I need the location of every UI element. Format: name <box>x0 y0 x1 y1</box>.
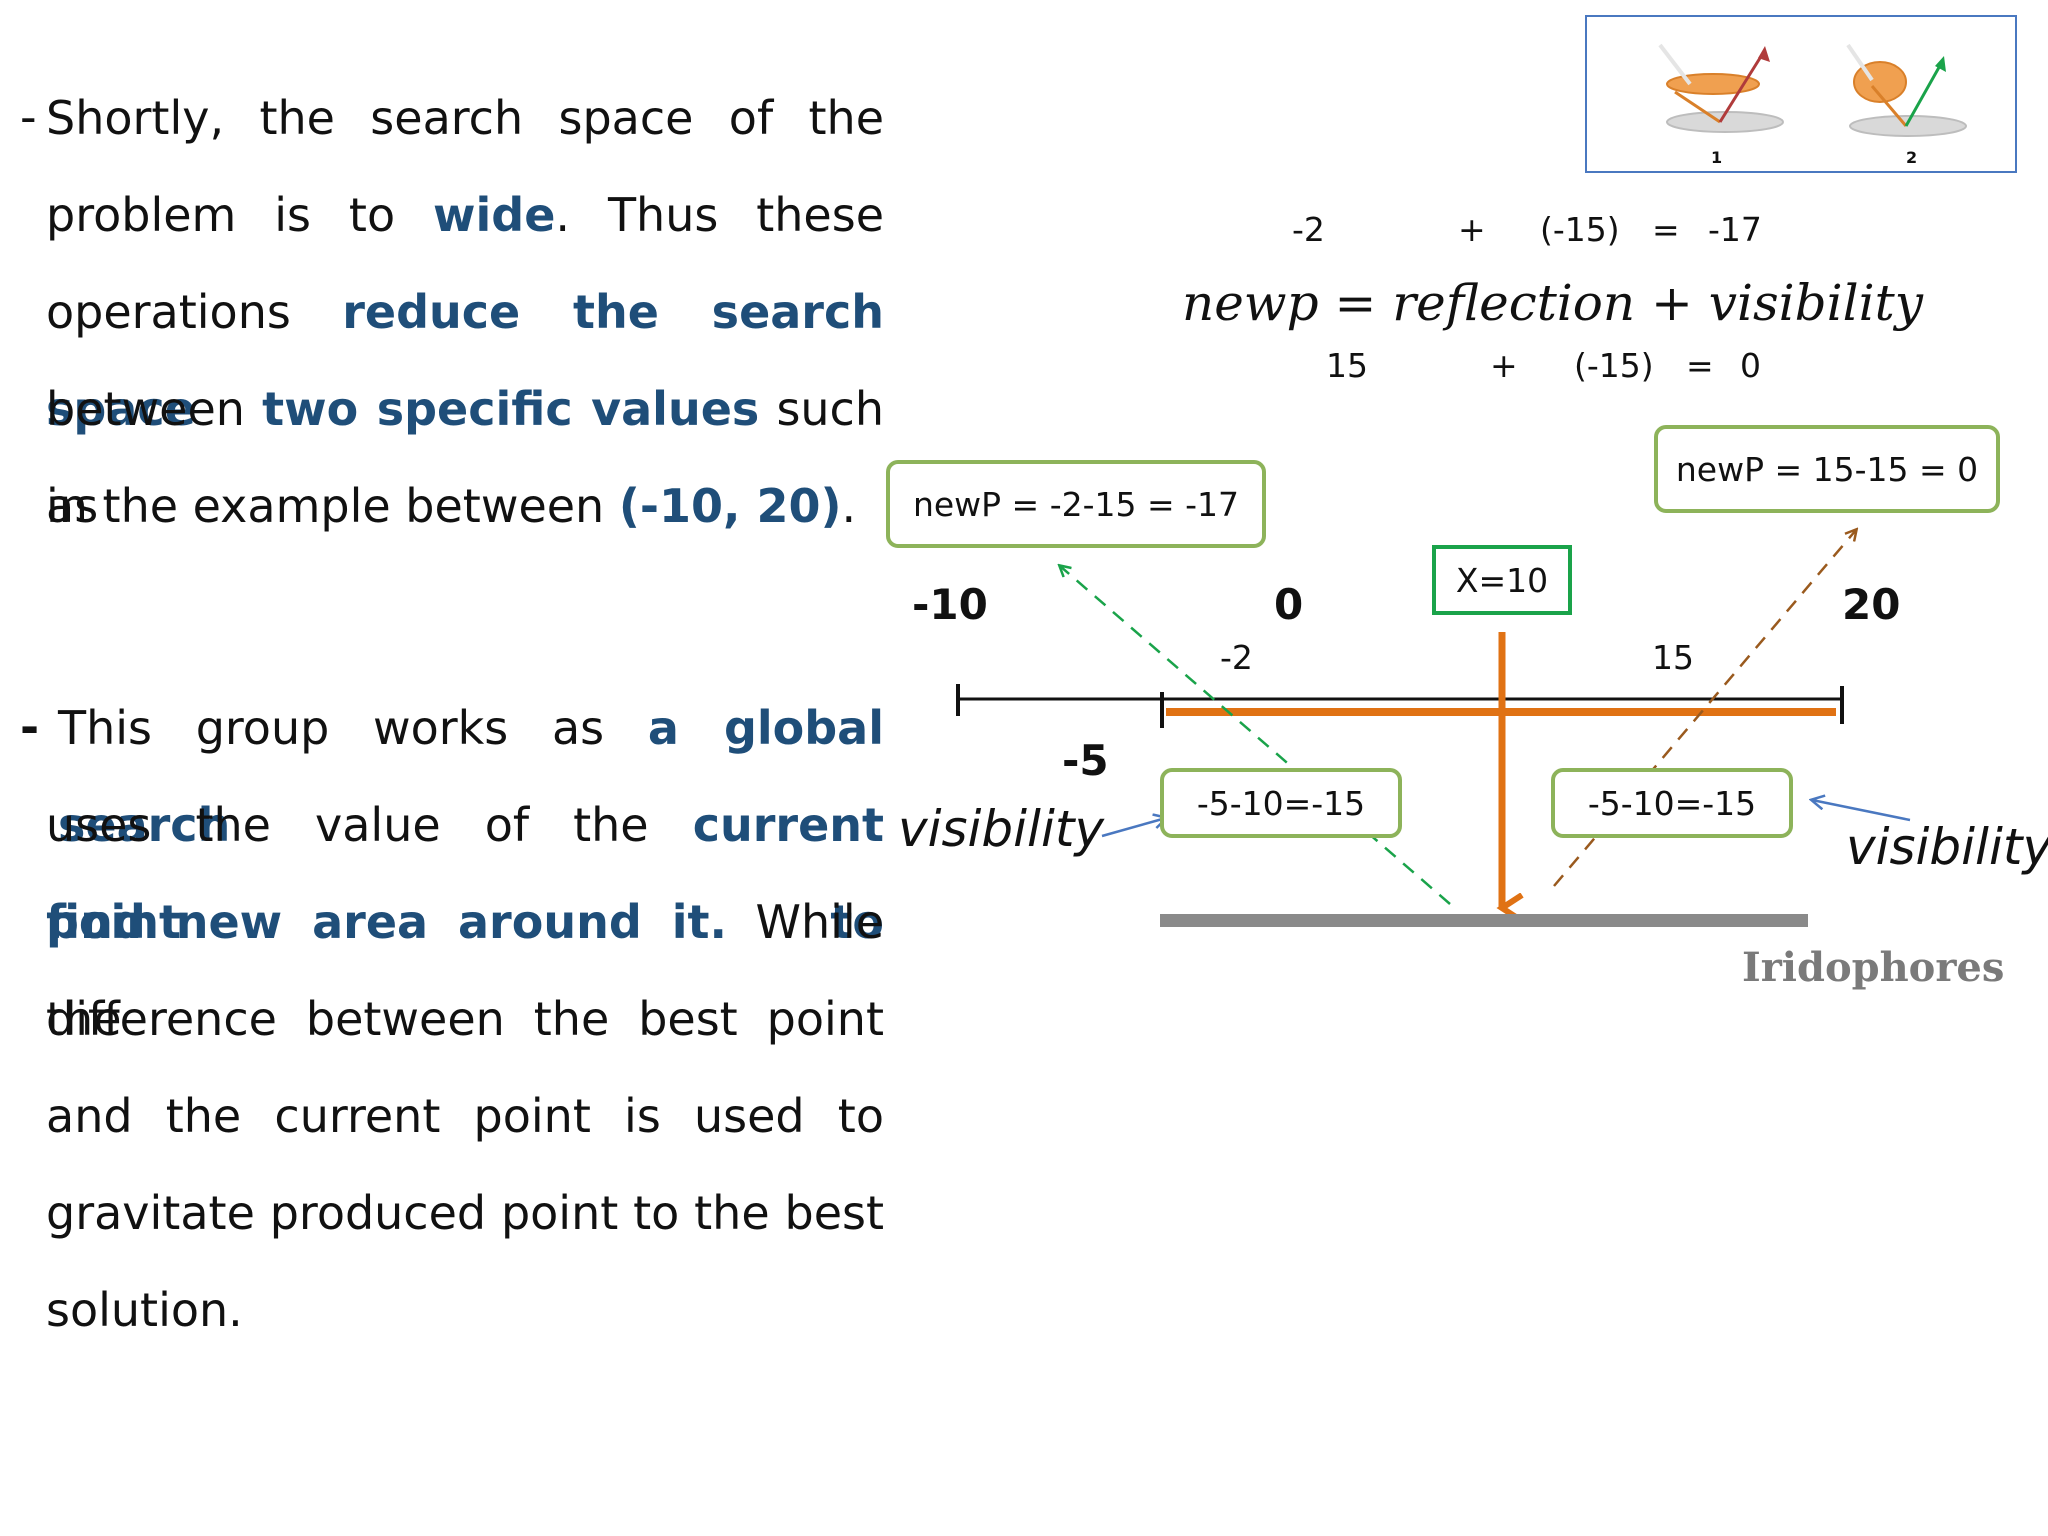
visibility-arrow-right <box>1812 800 1911 822</box>
para2-line-5: and the current point is used to <box>46 1089 884 1143</box>
eq-top-r: -17 <box>1708 210 1762 249</box>
highlight-range: (-10, 20) <box>618 479 842 533</box>
inset-label-1: 1 <box>1711 148 1723 167</box>
highlight-global-search: a global search <box>58 701 884 852</box>
para2-line-1: This group works as a global search <box>58 701 884 852</box>
axis-label-minus2: -2 <box>1220 638 1253 677</box>
para1-line-4: between two specific values such as <box>46 382 885 533</box>
para1-line-5: in the example between (-10, 20). <box>46 479 857 533</box>
eq-bottom-b: (-15) <box>1574 346 1654 385</box>
highlight-reduce: reduce the search space <box>46 285 885 436</box>
eq-top-b: (-15) <box>1540 210 1620 249</box>
iridophores-label: Iridophores <box>1742 944 2005 991</box>
visibility-label-left: visibility <box>898 800 1105 858</box>
formula: newp = reflection + visibility <box>1182 274 1923 332</box>
para2-line-2: uses the value of the current point to <box>46 798 885 949</box>
eq-top-a: -2 <box>1292 210 1325 249</box>
inset-label-2: 2 <box>1906 148 1918 167</box>
bullet-2: - <box>20 700 40 754</box>
paragraph-2: This group works as a global search uses… <box>46 680 884 1359</box>
para2-line-4: difference between the best point <box>46 992 884 1046</box>
eq-bottom-r: 0 <box>1740 346 1761 385</box>
iridophore-bar <box>1160 914 1808 927</box>
eq-bottom-eq: = <box>1686 346 1714 385</box>
highlight-current-point: current point to <box>46 798 885 949</box>
eq-bottom-op: + <box>1490 346 1518 385</box>
para1-line-2: problem is to wide. Thus these <box>46 188 884 242</box>
axis-label-min: -10 <box>912 580 988 629</box>
eq-bottom-a: 15 <box>1326 346 1368 385</box>
para1-line-3: operations reduce the search space <box>46 285 885 436</box>
green-reflection-arrow <box>1060 566 1451 905</box>
para2-line-7: solution. <box>46 1283 243 1337</box>
bullet-1: - <box>20 90 37 144</box>
current-point-box: X=10 <box>1432 545 1572 615</box>
highlight-two-values: two specific values <box>262 382 760 436</box>
axis-label-zero: 0 <box>1274 580 1304 629</box>
newp-left-box: newP = -2-15 = -17 <box>886 460 1266 548</box>
para2-line-3: find new area around it. While the <box>46 895 884 1046</box>
axis-label-fifteen: 15 <box>1652 638 1694 677</box>
paragraph-1: Shortly, the search space of the problem… <box>46 70 884 555</box>
para2-line-6: gravitate produced point to the best <box>46 1186 884 1240</box>
highlight-find-area: find new area around it. <box>46 895 727 949</box>
visibility-box-left: -5-10=-15 <box>1160 768 1402 838</box>
newp-right-box: newP = 15-15 = 0 <box>1654 425 2000 513</box>
inset-image <box>1585 15 2017 173</box>
visibility-label-right: visibility <box>1846 818 2048 876</box>
visibility-arrow-left <box>1101 818 1166 838</box>
highlight-wide: wide <box>433 188 556 242</box>
para1-line-1: Shortly, the search space of the <box>46 91 884 145</box>
axis-label-minus5: -5 <box>1062 736 1109 785</box>
axis-label-max: 20 <box>1842 580 1901 629</box>
eq-top-eq: = <box>1652 210 1680 249</box>
visibility-box-right: -5-10=-15 <box>1551 768 1793 838</box>
eq-top-op: + <box>1458 210 1486 249</box>
